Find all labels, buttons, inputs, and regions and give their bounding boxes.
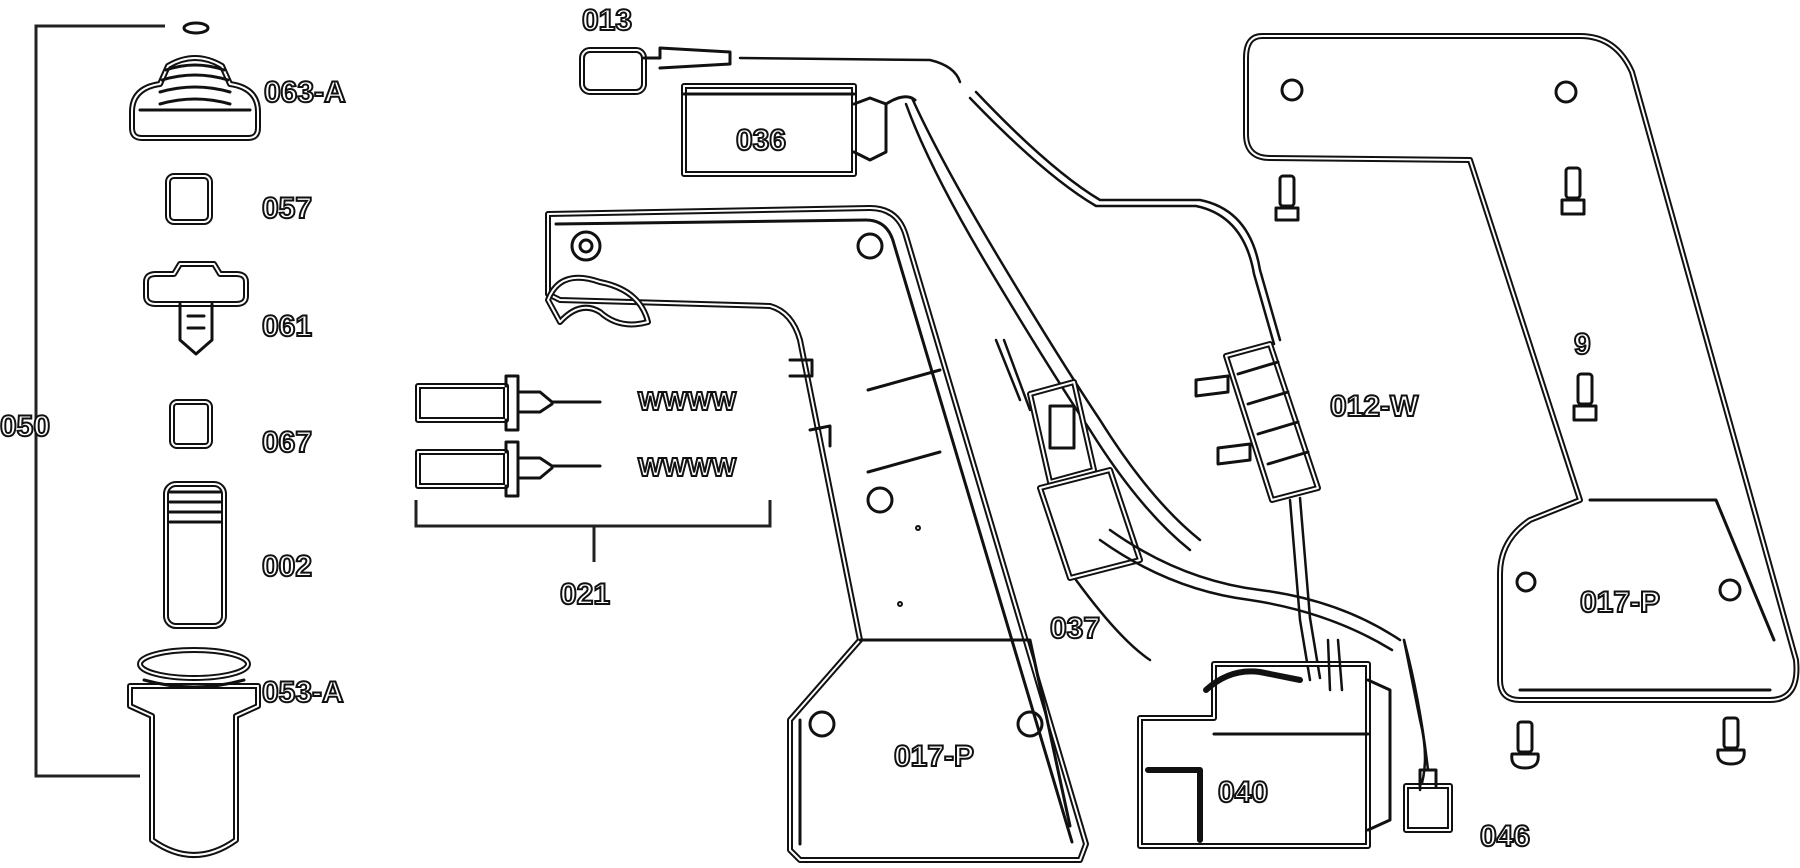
part-053-a-handle <box>127 647 261 858</box>
part-037-switch <box>994 338 1402 662</box>
label-067: 067 <box>262 426 312 459</box>
label-063-a: 063-A <box>264 76 346 109</box>
spring-bottom-text: WWWW <box>638 452 737 482</box>
part-017-p-left-housing <box>545 205 1089 863</box>
label-021: 021 <box>560 578 610 611</box>
screw-1 <box>1274 174 1300 222</box>
screw-3 <box>1510 720 1540 770</box>
label-013: 013 <box>582 4 632 37</box>
label-002: 002 <box>262 550 312 583</box>
screw-4 <box>1716 716 1746 766</box>
label-9: 9 <box>1574 328 1591 361</box>
part-036-battery <box>681 83 917 177</box>
part-063-a-knob <box>129 55 261 141</box>
label-053-a: 053-A <box>262 676 344 709</box>
part-040-motor <box>1137 638 1427 849</box>
part-021-springs: WWWW WWWW <box>637 385 738 483</box>
part-021-rods <box>415 374 602 498</box>
part-067-square <box>169 399 213 449</box>
spring-top-text: WWWW <box>638 386 737 416</box>
label-046: 046 <box>1480 820 1530 853</box>
label-050: 050 <box>0 410 50 443</box>
label-017-p-right: 017-P <box>1580 586 1660 619</box>
label-057: 057 <box>262 192 312 225</box>
label-061: 061 <box>262 310 312 343</box>
part-057-square <box>165 173 213 225</box>
part-013-connector <box>579 46 962 95</box>
wire-036-down <box>904 90 1282 552</box>
label-012-w: 012-W <box>1330 390 1419 423</box>
part-012-w-switch <box>1194 341 1322 682</box>
screw-2 <box>1560 166 1586 216</box>
label-040: 040 <box>1218 776 1268 809</box>
bracket-021 <box>414 500 772 562</box>
part-top-cap <box>182 21 210 35</box>
part-046-connector <box>1402 638 1453 833</box>
label-037: 037 <box>1050 612 1100 645</box>
screw-9 <box>1572 372 1598 422</box>
label-017-p-left: 017-P <box>894 740 974 773</box>
bracket-050 <box>34 24 165 778</box>
part-017-p-right-housing <box>1243 33 1800 703</box>
part-061-clip <box>143 261 249 356</box>
part-002-cylinder <box>163 481 227 629</box>
label-036: 036 <box>736 124 786 157</box>
